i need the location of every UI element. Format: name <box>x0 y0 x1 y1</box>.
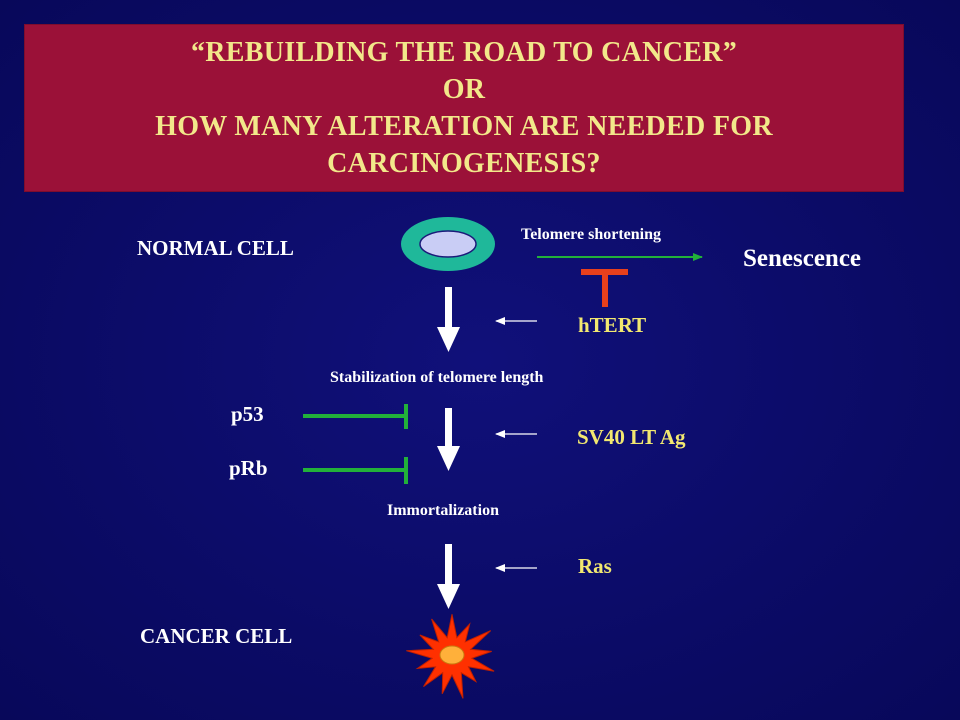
telomere-shortening-label: Telomere shortening <box>521 226 661 243</box>
title-line-3: HOW MANY ALTERATION ARE NEEDED FOR <box>155 111 773 142</box>
stabilization-label: Stabilization of telomere length <box>330 369 544 386</box>
cancer-cell-label: CANCER CELL <box>140 624 293 648</box>
down-arrow-3 <box>437 544 460 609</box>
title-line-4: CARCINOGENESIS? <box>327 148 601 179</box>
immortalization-label: Immortalization <box>387 502 499 519</box>
p53-inhibition-line <box>303 404 408 429</box>
sv40-lt-ag-label: SV40 LT Ag <box>577 425 686 449</box>
senescence-label: Senescence <box>743 245 862 272</box>
prb-label: pRb <box>229 456 268 480</box>
down-arrow-2 <box>437 408 460 471</box>
htert-label: hTERT <box>578 313 647 337</box>
down-arrow-1 <box>437 287 460 352</box>
normal-cell-icon <box>401 217 495 271</box>
prb-inhibition-line <box>303 457 408 484</box>
normal-cell-label: NORMAL CELL <box>137 236 294 260</box>
title-line-1: “REBUILDING THE ROAD TO CANCER” <box>190 37 738 68</box>
p53-label: p53 <box>231 402 264 426</box>
ras-label: Ras <box>578 554 612 578</box>
title-line-2: OR <box>442 74 486 105</box>
htert-inhibition-bar <box>581 269 628 307</box>
cancer-cell-icon <box>406 614 495 699</box>
title-banner: “REBUILDING THE ROAD TO CANCER” OR HOW M… <box>24 24 904 192</box>
